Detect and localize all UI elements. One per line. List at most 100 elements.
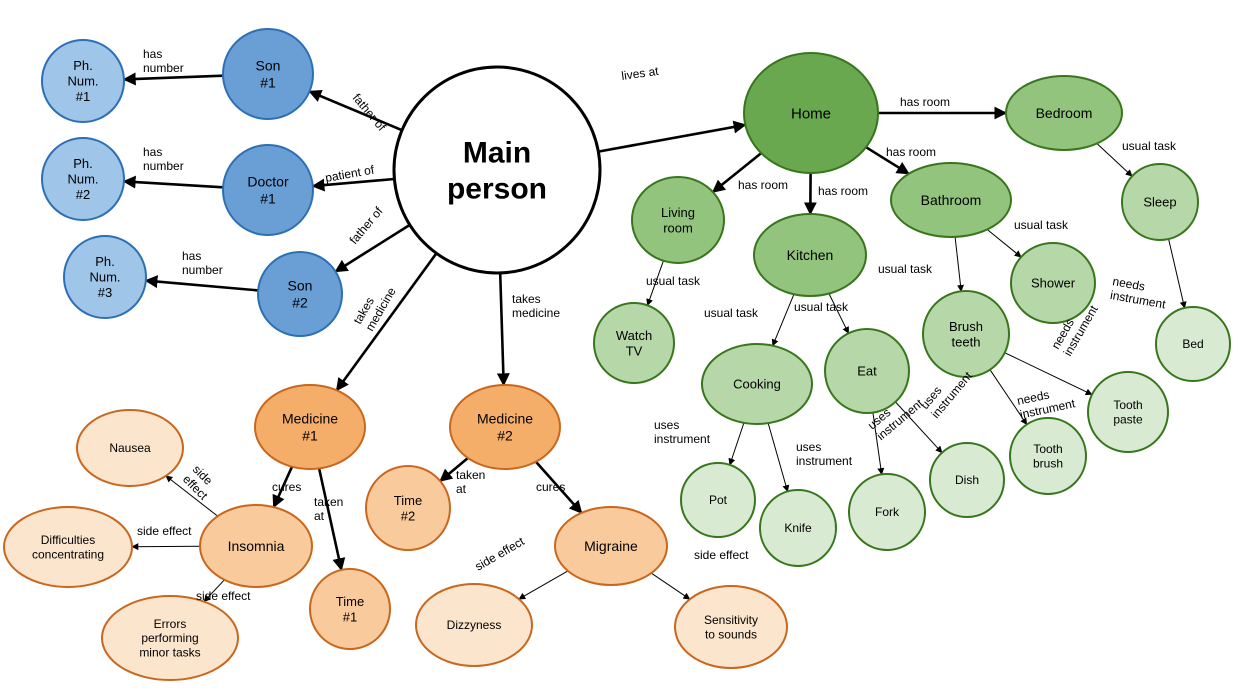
node-label: Ph. bbox=[73, 58, 93, 73]
edge-med1-to-time1 bbox=[317, 468, 346, 572]
edge-label-line: usual task bbox=[646, 274, 701, 288]
node-label: #1 bbox=[260, 74, 276, 90]
node-shape bbox=[1010, 242, 1096, 324]
edge-label-line: at bbox=[456, 482, 467, 496]
node-label: performing bbox=[141, 631, 198, 645]
edge-migraine-to-sensitivity bbox=[650, 572, 691, 600]
node-label: Son bbox=[288, 278, 313, 294]
node-label: Ph. bbox=[73, 156, 93, 171]
edge-label-line: medicine bbox=[512, 306, 560, 320]
node-label: Home bbox=[791, 105, 831, 122]
nodes-layer: MainpersonSon#1Doctor#1Son#2Ph.Num.#1Ph.… bbox=[3, 28, 1231, 681]
node-cooking: Cooking bbox=[701, 343, 813, 425]
edge-label-line: at bbox=[314, 509, 325, 523]
node-shape bbox=[41, 137, 125, 221]
node-label: Tooth bbox=[1113, 398, 1142, 412]
edge-label-home-to-bedroom: has room bbox=[900, 95, 950, 109]
node-shape bbox=[1121, 163, 1199, 241]
edge-bathroom-to-brush_teeth bbox=[954, 236, 964, 292]
edge-label-line: cures bbox=[536, 480, 565, 494]
edge-label-line: has room bbox=[738, 178, 788, 192]
edges-layer bbox=[122, 72, 1187, 603]
node-label: Bed bbox=[1182, 337, 1203, 351]
node-label: Medicine bbox=[477, 411, 533, 427]
node-dish: Dish bbox=[929, 442, 1005, 518]
node-shape bbox=[753, 213, 867, 297]
node-label: Pot bbox=[709, 493, 728, 507]
edge-label-home-to-kitchen: has room bbox=[818, 184, 868, 198]
edge-label-line: takes bbox=[512, 292, 541, 306]
node-label: #2 bbox=[497, 427, 513, 443]
node-shape bbox=[1087, 371, 1169, 453]
node-time2: Time#2 bbox=[365, 465, 451, 551]
node-label: Time bbox=[336, 594, 364, 609]
node-shape bbox=[759, 489, 837, 567]
edge-label-line: has bbox=[143, 47, 162, 61]
edge-label-kitchen-to-eat: usual task bbox=[794, 300, 849, 314]
node-shape bbox=[392, 65, 602, 275]
node-shape bbox=[415, 583, 533, 667]
node-shape bbox=[199, 504, 313, 588]
edge-label-bedroom-to-sleep: usual task bbox=[1122, 139, 1177, 153]
edge-eat-to-fork bbox=[872, 412, 885, 476]
node-label: Medicine bbox=[282, 411, 338, 427]
edge-label-main-to-son1: father of bbox=[350, 91, 389, 134]
node-label: Fork bbox=[875, 505, 900, 519]
node-shape bbox=[41, 39, 125, 123]
edge-home-to-bathroom bbox=[865, 146, 910, 175]
node-label: Cooking bbox=[733, 377, 781, 392]
node-doctor: Doctor#1 bbox=[222, 144, 314, 236]
node-label: concentrating bbox=[32, 547, 104, 561]
node-label: Num. bbox=[89, 270, 120, 285]
node-label: #2 bbox=[76, 187, 90, 202]
edge-main-to-son1 bbox=[308, 89, 403, 132]
edge-label-home-to-bathroom: has room bbox=[886, 145, 936, 159]
node-med2: Medicine#2 bbox=[449, 384, 561, 470]
node-label: #2 bbox=[292, 294, 308, 310]
node-migraine: Migraine bbox=[554, 506, 668, 586]
node-label: Dizzyness bbox=[447, 618, 502, 632]
edge-cooking-to-pot bbox=[728, 422, 745, 466]
node-shape bbox=[701, 343, 813, 425]
node-label: #1 bbox=[302, 427, 318, 443]
node-label: Num. bbox=[67, 74, 98, 89]
node-ph1: Ph.Num.#1 bbox=[41, 39, 125, 123]
edge-bathroom-to-shower bbox=[986, 229, 1022, 258]
node-shape bbox=[680, 462, 756, 538]
node-label: to sounds bbox=[705, 627, 757, 641]
node-label: room bbox=[663, 220, 693, 235]
edge-label-line: needs bbox=[1111, 274, 1146, 293]
node-shape bbox=[257, 251, 343, 337]
node-ph3: Ph.Num.#3 bbox=[63, 235, 147, 319]
edge-brush_teeth-to-toothpaste bbox=[1004, 352, 1093, 396]
node-label: #1 bbox=[260, 190, 276, 206]
node-label: brush bbox=[1033, 456, 1063, 470]
edge-label-line: usual task bbox=[704, 306, 759, 320]
edge-label-line: has room bbox=[818, 184, 868, 198]
edge-doctor-to-ph2 bbox=[122, 175, 224, 189]
node-label: paste bbox=[1113, 412, 1143, 426]
node-shower: Shower bbox=[1010, 242, 1096, 324]
node-shape bbox=[365, 465, 451, 551]
node-label: #2 bbox=[401, 508, 415, 523]
node-label: minor tasks bbox=[139, 646, 200, 660]
node-label: Migraine bbox=[584, 538, 638, 554]
edge-eat-to-dish bbox=[895, 401, 943, 454]
node-shape bbox=[593, 302, 675, 384]
edge-label-line: usual task bbox=[878, 262, 933, 276]
edge-insomnia-to-nausea bbox=[165, 475, 218, 517]
node-time1: Time#1 bbox=[309, 568, 391, 650]
edge-label-kitchen-to-cooking: usual task bbox=[704, 306, 759, 320]
node-label: Living bbox=[661, 205, 695, 220]
edge-kitchen-to-eat bbox=[828, 293, 849, 334]
node-shape bbox=[848, 473, 926, 551]
node-label: Errors bbox=[154, 617, 187, 631]
node-sleep: Sleep bbox=[1121, 163, 1199, 241]
